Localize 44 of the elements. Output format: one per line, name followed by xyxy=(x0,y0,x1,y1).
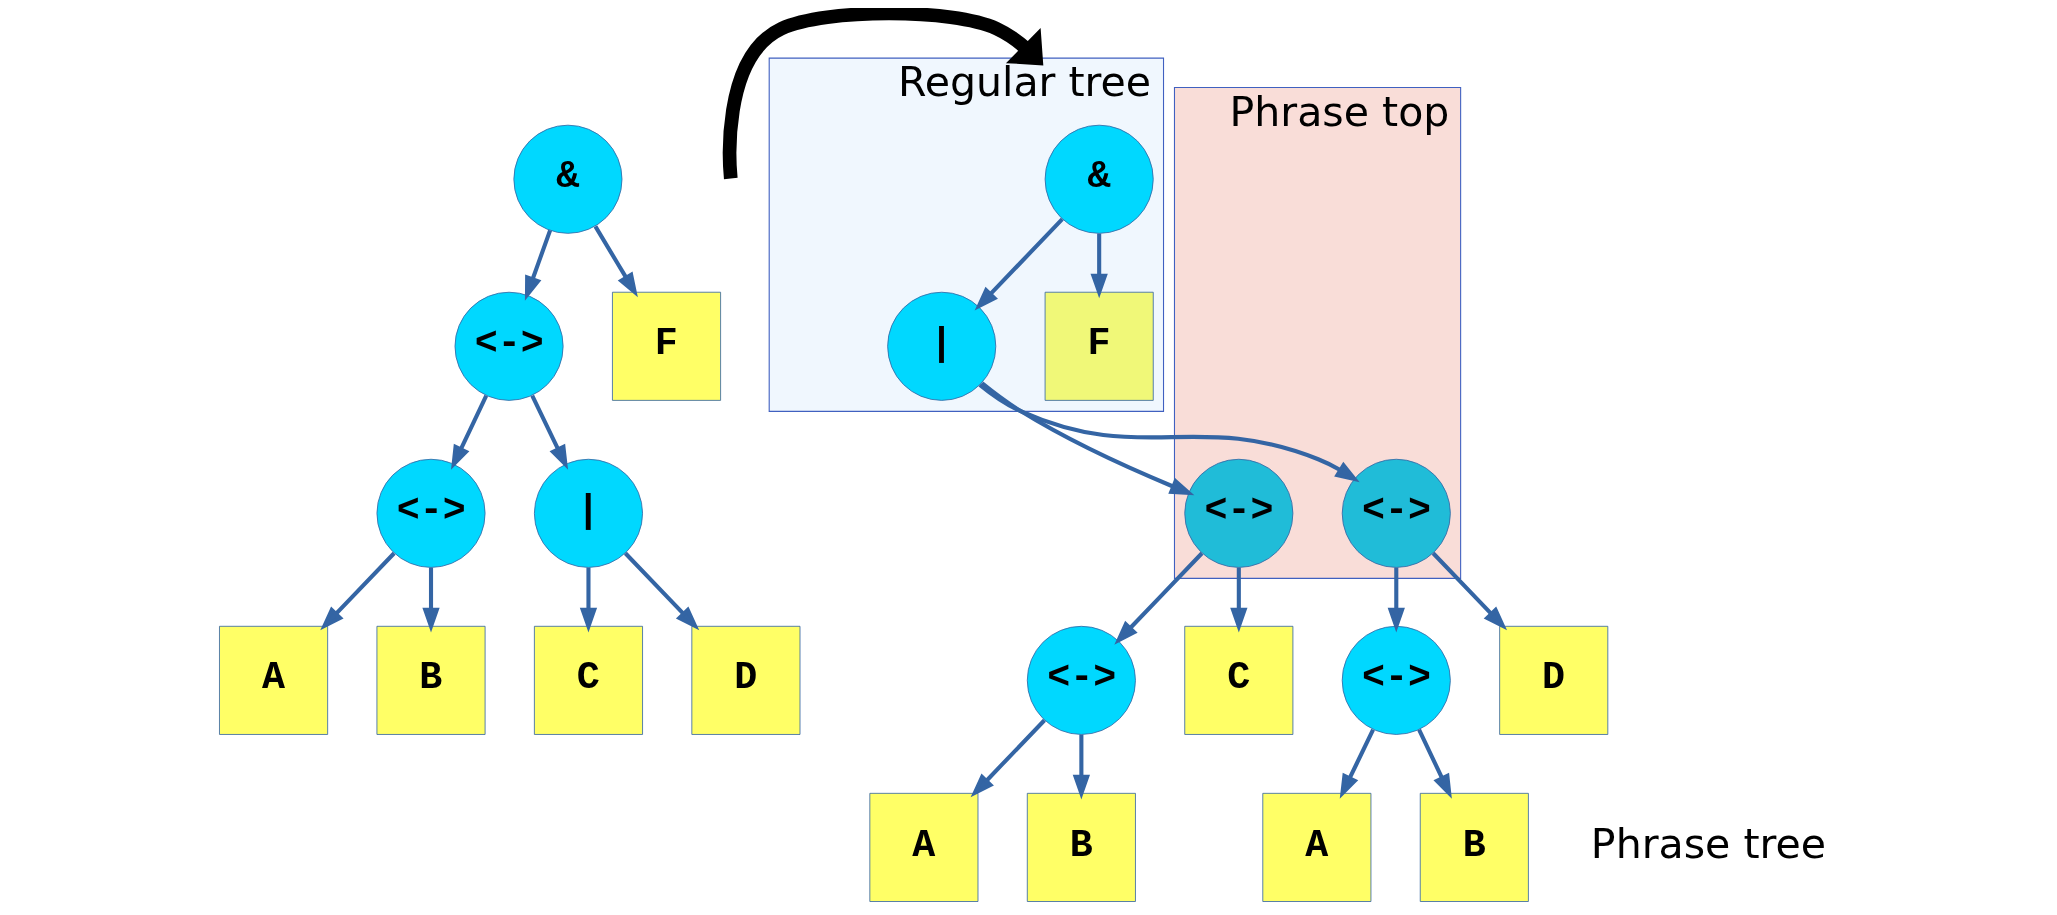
node-circle: <-> xyxy=(1341,625,1451,735)
arrow xyxy=(1072,734,1090,800)
node-box: B xyxy=(1026,792,1136,902)
arrow xyxy=(1416,728,1452,799)
node-circle: <-> xyxy=(1341,458,1451,568)
arrow xyxy=(970,718,1046,798)
node-box: D xyxy=(690,625,800,735)
node-box: F xyxy=(611,291,721,401)
node-box: A xyxy=(1261,792,1371,902)
arrow xyxy=(319,551,396,631)
arrow xyxy=(1090,233,1108,299)
node-circle: | xyxy=(886,291,996,401)
arrow xyxy=(421,567,440,633)
arrow xyxy=(450,394,488,470)
node-box: A xyxy=(868,792,978,902)
node-circle: & xyxy=(1044,124,1154,234)
arrow xyxy=(1229,567,1247,633)
arrow xyxy=(974,217,1064,311)
node-circle: & xyxy=(512,124,622,234)
node-box: F xyxy=(1044,291,1154,401)
node-box: B xyxy=(376,625,485,735)
node-box: C xyxy=(533,625,643,735)
arrow xyxy=(623,551,699,631)
arrow xyxy=(1113,551,1203,645)
arrow xyxy=(1339,728,1375,799)
arrow xyxy=(1387,567,1405,633)
node-circle: <-> xyxy=(376,458,485,568)
arrow xyxy=(978,383,1360,483)
arrow xyxy=(722,8,1043,180)
arrow xyxy=(593,225,638,298)
node-circle: <-> xyxy=(454,291,564,401)
node-box: D xyxy=(1498,625,1608,735)
node-circle: | xyxy=(533,458,643,568)
arrow xyxy=(1431,551,1507,631)
node-circle: <-> xyxy=(1183,458,1293,568)
node-circle: <-> xyxy=(1026,625,1136,735)
node-box: A xyxy=(218,625,328,735)
arrow xyxy=(980,381,1194,496)
arrow xyxy=(579,567,597,633)
label: Phrase tree xyxy=(1590,819,1826,868)
node-box: C xyxy=(1183,625,1293,735)
arrow xyxy=(529,394,568,470)
node-box: B xyxy=(1419,792,1529,902)
arrow xyxy=(524,229,552,301)
